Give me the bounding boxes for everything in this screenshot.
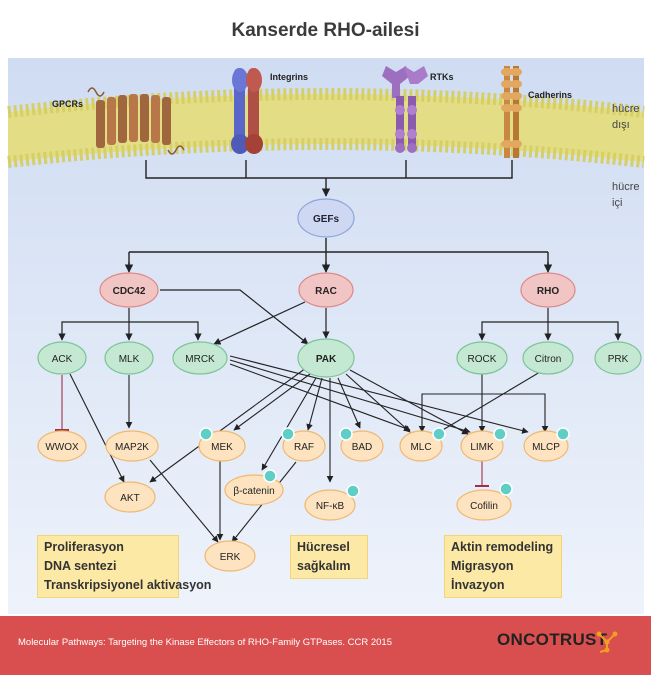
mlk-label: MLK — [119, 354, 140, 365]
cofilin-node — [456, 489, 512, 521]
mlcp-label: MLCP — [532, 442, 560, 453]
phospho-mek-icon — [199, 427, 213, 441]
bad-node — [340, 430, 384, 462]
gef-arrows — [124, 262, 553, 273]
limk-label: LIMK — [470, 442, 494, 453]
mrck-node — [172, 341, 228, 375]
actin-box: Aktin remodeling Migrasyon İnvazyon — [444, 535, 562, 598]
wwox-label: WWOX — [45, 442, 79, 453]
proliferation-box: Proliferasyon DNA sentezi Transkripsiyon… — [37, 535, 212, 598]
map2k-node — [105, 430, 159, 462]
outcome-text: Transkripsiyonel aktivasyon — [44, 578, 212, 592]
phospho-raf-icon — [281, 427, 295, 441]
map2k-label: MAP2K — [115, 442, 149, 453]
integrin-receptor-icon — [231, 68, 263, 154]
cdc42-connectors — [58, 289, 309, 345]
mlc-node — [399, 430, 443, 462]
cadherin-receptor-icon — [501, 66, 522, 158]
rac-node — [298, 272, 354, 308]
ack-node — [37, 341, 87, 375]
rho-connectors — [478, 308, 622, 341]
phospho-cofilin-icon — [499, 482, 513, 496]
gefs-node — [297, 198, 355, 238]
bad-label: BAD — [352, 442, 373, 453]
nfkb-node — [304, 489, 356, 521]
citron-node — [522, 341, 574, 375]
rac-label: RAC — [315, 286, 337, 297]
rho-node — [520, 272, 576, 308]
rac-connectors — [213, 301, 330, 345]
gpcrs-label: GPCRs — [52, 99, 83, 109]
inside-label-2: içi — [612, 197, 622, 209]
phospho-mlcp-icon — [556, 427, 570, 441]
citron-label: Citron — [535, 354, 562, 365]
raf-node — [282, 430, 326, 462]
cdc42-node — [99, 272, 159, 308]
pak-node — [297, 338, 355, 378]
oncotrust-logo: ONCOTRUST — [497, 630, 607, 650]
rtk-receptor-icon — [382, 66, 428, 153]
footer-bar: Molecular Pathways: Targeting the Kinase… — [0, 616, 651, 675]
outcome-text: Migrasyon — [451, 559, 514, 573]
limk-node — [460, 430, 504, 462]
phosphorylation-markers — [199, 427, 570, 498]
outcome-text: DNA sentezi — [44, 559, 117, 573]
phospho-bad-icon — [339, 427, 353, 441]
prk-node — [594, 341, 642, 375]
raf-label: RAF — [294, 442, 314, 453]
mlc-label: MLC — [410, 442, 431, 453]
phospho-mlc-icon — [432, 427, 446, 441]
reference-text: Molecular Pathways: Targeting the Kinase… — [18, 637, 392, 648]
pak-label: PAK — [316, 354, 337, 365]
outcome-text: İnvazyon — [451, 578, 505, 592]
outcome-text: Proliferasyon — [44, 540, 124, 554]
prk-label: PRK — [608, 354, 629, 365]
survival-box: Hücresel sağkalım — [290, 535, 368, 579]
cadherins-label: Cadherins — [528, 90, 572, 100]
erk-label: ERK — [220, 552, 241, 563]
phospho-nfkb-icon — [346, 484, 360, 498]
outside-label-2: dışı — [612, 119, 630, 131]
logo-molecule-icon — [596, 631, 618, 653]
rtks-label: RTKs — [430, 72, 454, 82]
rock-label: ROCK — [468, 354, 497, 365]
logo-text-2: TRUST — [549, 630, 608, 649]
integrins-label: Integrins — [270, 72, 308, 82]
ack-label: ACK — [52, 354, 73, 365]
akt-node — [104, 481, 156, 513]
rock-node — [456, 341, 508, 375]
bcatenin-label: β-catenin — [233, 486, 274, 497]
page-title: Kanserde RHO-ailesi — [231, 20, 420, 41]
pathway-diagram: GPCRs Integrins RTKs — [7, 58, 645, 614]
akt-label: AKT — [120, 493, 139, 504]
outcome-text: sağkalım — [297, 559, 351, 573]
inside-label-1: hücre — [612, 181, 640, 193]
phospho-limk-icon — [493, 427, 507, 441]
outcome-text: Hücresel — [297, 540, 350, 554]
mrck-label: MRCK — [185, 354, 215, 365]
phospho-bcatenin-icon — [263, 469, 277, 483]
nfkb-label: NF-κB — [316, 501, 345, 512]
erk-node — [204, 540, 256, 572]
outside-label-1: hücre — [612, 103, 640, 115]
receptor-connectors — [128, 160, 549, 271]
wwox-node — [37, 430, 87, 462]
rho-label: RHO — [537, 286, 559, 297]
cofilin-label: Cofilin — [470, 501, 498, 512]
mlcp-node — [523, 430, 569, 462]
gefs-label: GEFs — [313, 214, 340, 225]
outcome-text: Aktin remodeling — [451, 540, 554, 554]
gpcr-receptor-icon — [87, 87, 185, 155]
logo-text-1: ONCO — [497, 630, 550, 649]
mek-label: MEK — [211, 442, 233, 453]
mlk-node — [104, 341, 154, 375]
cdc42-label: CDC42 — [113, 286, 146, 297]
